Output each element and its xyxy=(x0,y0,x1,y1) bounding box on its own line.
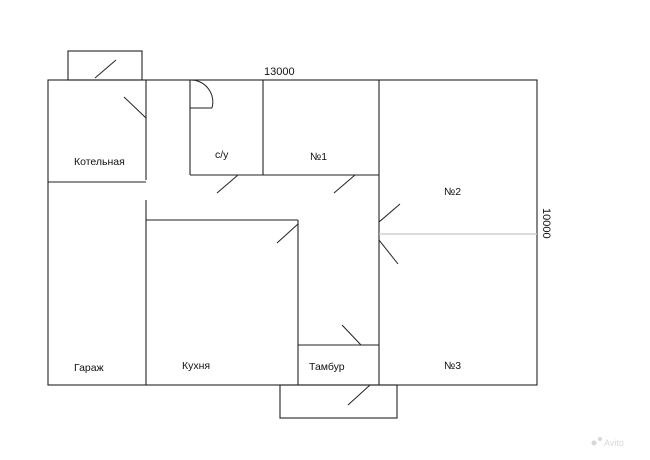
watermark-logo-icon-dot xyxy=(598,437,602,441)
door-bottom-porch xyxy=(347,384,371,406)
dimension-width: 13000 xyxy=(264,66,295,78)
room-label-room1: №1 xyxy=(310,151,327,163)
door-tambur xyxy=(341,324,362,346)
door-kitchen xyxy=(276,223,299,244)
room-label-room3: №3 xyxy=(444,360,461,372)
room-label-su: с/у xyxy=(215,149,229,161)
door-su-hall xyxy=(216,174,239,194)
room-label-room2: №2 xyxy=(444,186,461,198)
bottom-porch xyxy=(279,384,398,419)
room-label-kotelnaya: Котельная xyxy=(74,156,125,168)
door-room2 xyxy=(378,203,401,223)
watermark-logo-icon xyxy=(591,440,597,446)
watermark-text: Avito xyxy=(604,438,624,448)
door-su xyxy=(189,79,214,109)
room-label-kitchen: Кухня xyxy=(182,360,210,372)
room-label-garage: Гараж xyxy=(74,362,104,374)
avito-watermark: Avito xyxy=(591,437,624,448)
outer-wall xyxy=(47,79,538,386)
top-porch xyxy=(67,50,143,81)
room-label-tambur: Тамбур xyxy=(309,361,345,373)
dimension-height: 10000 xyxy=(540,208,552,239)
door-room3 xyxy=(378,239,399,265)
door-room1 xyxy=(333,174,356,194)
door-kotelnaya xyxy=(123,96,147,119)
door-top-porch xyxy=(94,59,117,79)
